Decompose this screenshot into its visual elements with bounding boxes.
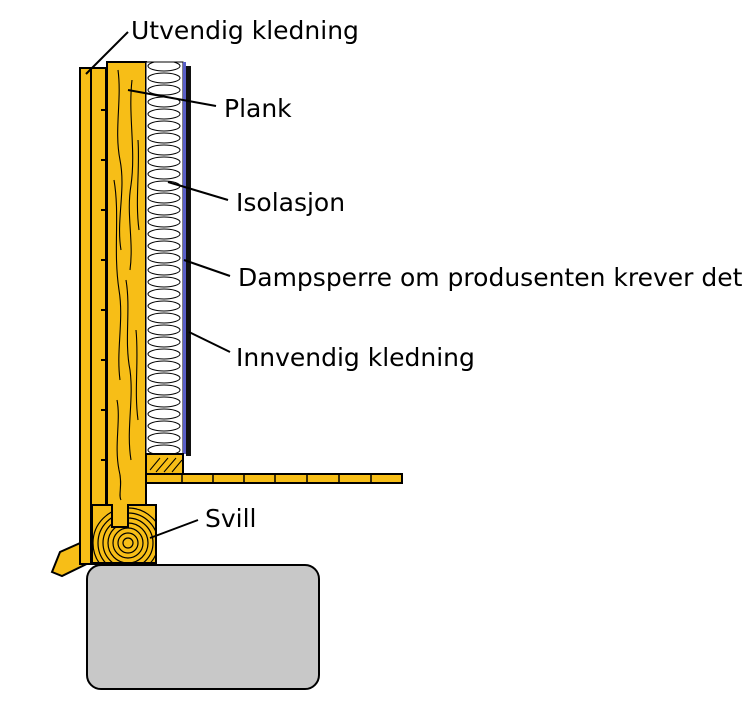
floor-boards [145,473,403,484]
leader-lines [85,31,231,539]
leader-insulation [167,181,229,201]
cladding-batten [90,67,107,565]
leader-interior-cladding [188,331,231,353]
vertical-plank [106,61,147,528]
plank-wood-grain [113,69,140,501]
foundation-block [86,564,320,690]
label-interior-cladding: Innvendig kledning [236,343,475,372]
exterior-cladding-board [79,67,92,565]
floor-board-joints [181,474,372,483]
insulation-layer [145,61,184,455]
insulation-pattern [147,62,181,454]
label-exterior-cladding: Utvendig kledning [131,16,359,45]
bottom-nailer-hatch [149,457,183,473]
leader-sill [149,519,199,539]
label-vapor-barrier: Dampsperre om produsenten krever det [238,263,743,292]
leader-vapor-barrier [183,259,231,277]
label-insulation: Isolasjon [236,188,345,217]
vapor-barrier [183,62,186,454]
leader-plank [127,89,217,107]
label-plank: Plank [224,94,292,123]
batten-marks [101,109,106,461]
label-sill: Svill [205,504,257,533]
leader-exterior-cladding [85,31,129,75]
